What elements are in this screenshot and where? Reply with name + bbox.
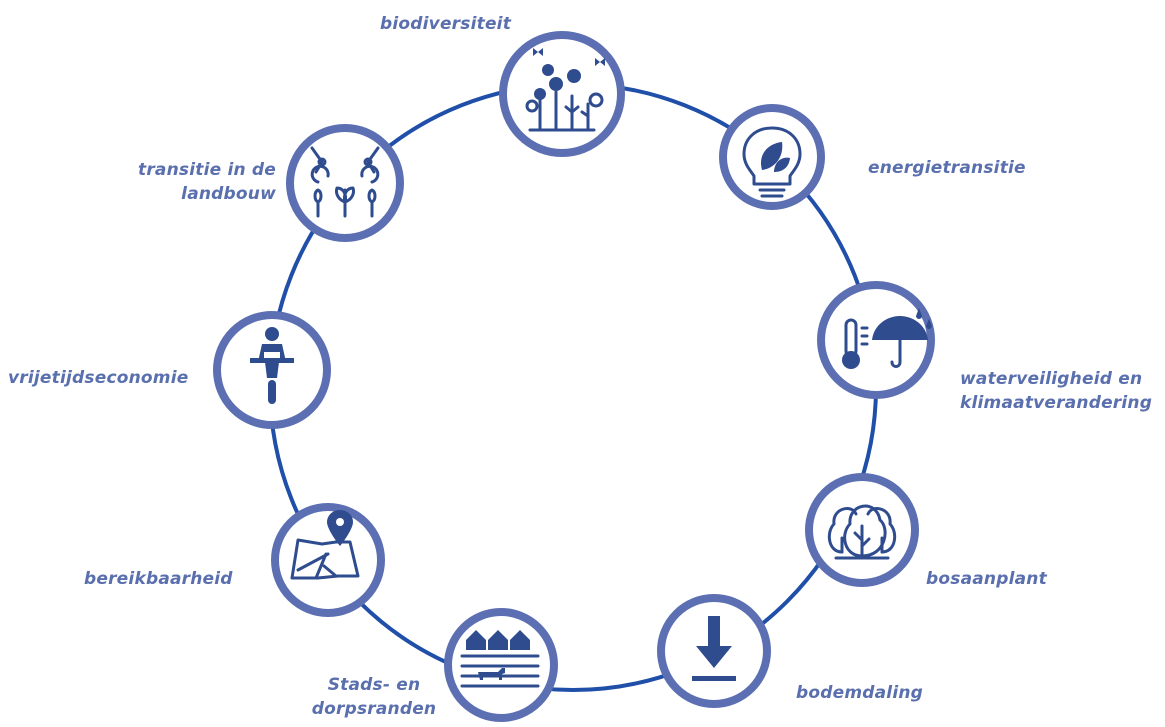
node-bereikbaarheid xyxy=(271,503,385,617)
label-bodemdaling: bodemdaling xyxy=(796,683,924,703)
node-waterveiligheid xyxy=(817,281,935,399)
thermometer-umbrella-icon xyxy=(842,308,932,369)
houses-cow-icon xyxy=(460,630,540,688)
node-stadsranden xyxy=(444,608,558,722)
label-energietransitie: energietransitie xyxy=(868,158,1026,178)
label-stadsranden: Stads- en dorpsranden xyxy=(311,675,437,719)
cyclist-icon xyxy=(250,327,294,404)
node-bodemdaling xyxy=(657,594,771,708)
label-bosaanplant: bosaanplant xyxy=(926,569,1047,589)
label-landbouw: transitie in de landbouw xyxy=(138,160,276,204)
down-arrow-icon xyxy=(692,616,736,681)
lightbulb-leaf-icon xyxy=(742,126,802,198)
farm-robot-icon xyxy=(310,146,380,218)
node-vrijetijdseconomie xyxy=(213,311,331,429)
node-landbouw xyxy=(286,124,404,242)
node-energietransitie xyxy=(719,104,825,210)
trees-icon xyxy=(827,504,897,560)
label-bereikbaarheid: bereikbaarheid xyxy=(84,569,233,589)
label-biodiversiteit: biodiversiteit xyxy=(380,14,512,34)
node-bosaanplant xyxy=(805,473,919,587)
label-vrijetijdseconomie: vrijetijdseconomie xyxy=(8,368,189,388)
map-pin-icon xyxy=(290,510,360,580)
flowers-butterflies-icon xyxy=(525,48,605,132)
label-waterveiligheid: waterveiligheid en klimaatverandering xyxy=(960,369,1153,413)
node-biodiversiteit xyxy=(499,31,625,157)
